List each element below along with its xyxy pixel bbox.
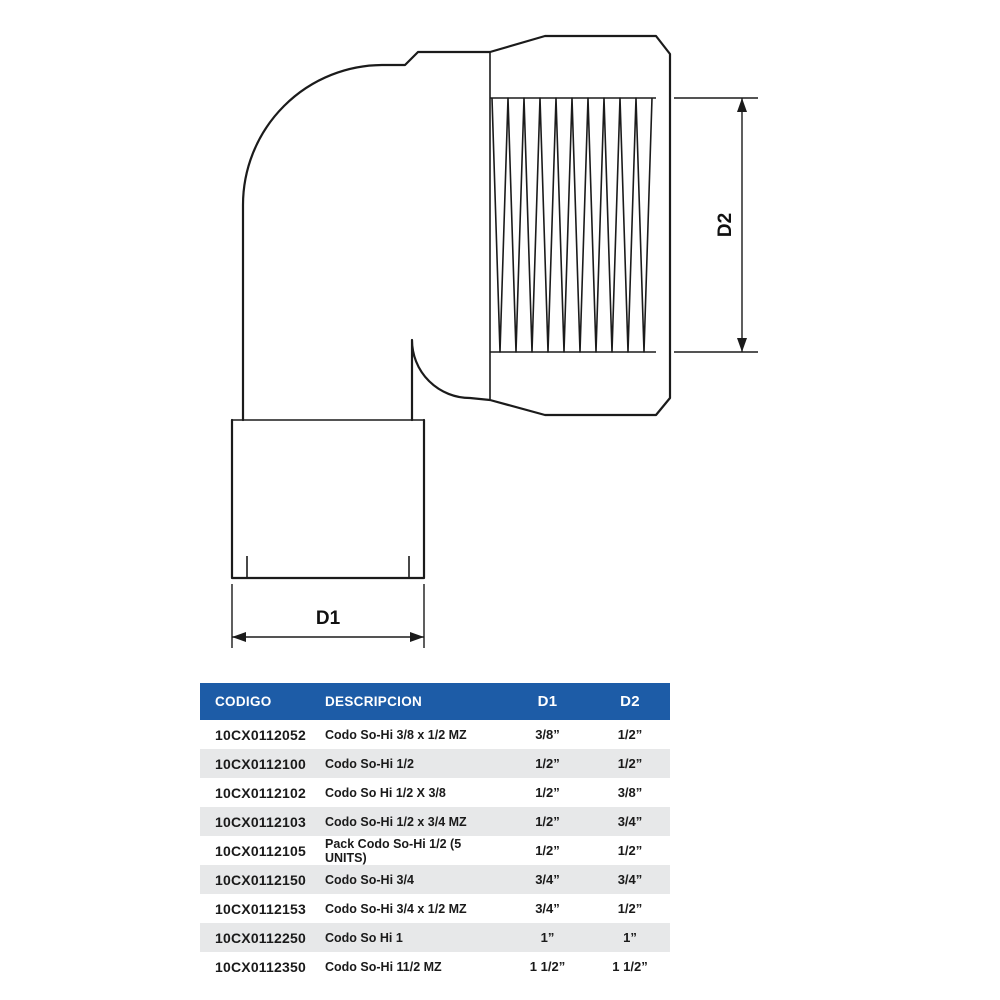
- product-table: CODIGO DESCRIPCION D1 D2 10CX0112052 Cod…: [200, 683, 670, 981]
- fitting-outline: [241, 34, 672, 422]
- cell-codigo: 10CX0112100: [215, 755, 306, 772]
- cell-descripcion: Codo So-Hi 3/4: [325, 872, 414, 887]
- socket-cup: [230, 418, 426, 580]
- cell-descripcion: Codo So-Hi 1/2: [325, 756, 414, 771]
- cell-d2: 1”: [623, 930, 637, 945]
- cell-d2: 1/2”: [617, 756, 643, 771]
- thread-section: [490, 97, 656, 353]
- table-row: 10CX0112150 Codo So-Hi 3/4 3/4” 3/4”: [200, 865, 670, 894]
- cell-descripcion: Codo So-Hi 11/2 MZ: [325, 959, 442, 974]
- cell-d1: 3/4”: [535, 872, 560, 887]
- cell-d2: 3/4”: [617, 872, 643, 887]
- table-body: 10CX0112052 Codo So-Hi 3/8 x 1/2 MZ 3/8”…: [200, 720, 670, 981]
- cell-descripcion: Codo So-Hi 1/2 x 3/4 MZ: [325, 814, 467, 829]
- table-header-row: CODIGO DESCRIPCION D1 D2: [200, 683, 670, 720]
- cell-d1: 1/2”: [535, 814, 560, 829]
- elbow-fitting-drawing: D2 D1: [230, 34, 758, 648]
- column-header-codigo: CODIGO: [215, 694, 272, 709]
- thread-profile: [491, 97, 653, 353]
- d2-extension-lines: [674, 97, 758, 353]
- cell-d1: 1”: [540, 930, 555, 945]
- cell-descripcion: Codo So Hi 1/2 X 3/8: [325, 785, 446, 800]
- d2-arrow-bottom: [737, 338, 747, 352]
- table-row: 10CX0112052 Codo So-Hi 3/8 x 1/2 MZ 3/8”…: [200, 720, 670, 749]
- cell-codigo: 10CX0112153: [215, 900, 306, 917]
- cell-descripcion: Codo So Hi 1: [325, 930, 403, 945]
- cell-d1: 1/2”: [535, 843, 560, 858]
- cell-d2: 1/2”: [617, 727, 643, 742]
- d1-arrow-right: [410, 632, 424, 642]
- table-row: 10CX0112100 Codo So-Hi 1/2 1/2” 1/2”: [200, 749, 670, 778]
- cell-codigo: 10CX0112150: [215, 871, 306, 888]
- cell-d1: 1/2”: [535, 756, 560, 771]
- table-row: 10CX0112102 Codo So Hi 1/2 X 3/8 1/2” 3/…: [200, 778, 670, 807]
- column-header-d1: D1: [537, 693, 558, 710]
- cell-codigo: 10CX0112052: [215, 726, 306, 743]
- cell-d1: 1/2”: [535, 785, 560, 800]
- column-header-d2: D2: [620, 693, 640, 710]
- table-row: 10CX0112250 Codo So Hi 1 1” 1”: [200, 923, 670, 952]
- column-header-descripcion: DESCRIPCION: [325, 694, 423, 709]
- cell-d2: 1/2”: [617, 843, 643, 858]
- cell-d1: 3/8”: [535, 727, 560, 742]
- cell-codigo: 10CX0112105: [215, 842, 306, 859]
- cell-descripcion: Codo So-Hi 3/8 x 1/2 MZ: [325, 727, 467, 742]
- cell-descripcion: Codo So-Hi 3/4 x 1/2 MZ: [325, 901, 467, 916]
- table-row: 10CX0112350 Codo So-Hi 11/2 MZ 1 1/2” 1 …: [200, 952, 670, 981]
- d1-arrow-left: [232, 632, 246, 642]
- table-row: 10CX0112105 Pack Codo So-Hi 1/2 (5 UNITS…: [200, 836, 670, 865]
- cell-d2: 3/8”: [617, 785, 643, 800]
- cell-d2: 3/4”: [617, 814, 643, 829]
- d2-arrow-top: [737, 98, 747, 112]
- cell-codigo: 10CX0112103: [215, 813, 306, 830]
- cell-descripcion: Pack Codo So-Hi 1/2 (5 UNITS): [325, 836, 462, 865]
- d1-dimension: D1: [231, 584, 425, 648]
- cell-codigo: 10CX0112250: [215, 929, 306, 946]
- cell-d1: 1 1/2”: [529, 959, 566, 974]
- cell-codigo: 10CX0112102: [215, 784, 306, 801]
- cell-d2: 1/2”: [617, 901, 643, 916]
- d2-dimension: D2: [674, 97, 758, 353]
- table-row: 10CX0112103 Codo So-Hi 1/2 x 3/4 MZ 1/2”…: [200, 807, 670, 836]
- table-row: 10CX0112153 Codo So-Hi 3/4 x 1/2 MZ 3/4”…: [200, 894, 670, 923]
- d2-label: D2: [715, 213, 736, 237]
- cell-d1: 3/4”: [535, 901, 560, 916]
- cell-d2: 1 1/2”: [612, 959, 648, 974]
- d1-label: D1: [316, 608, 341, 629]
- cell-codigo: 10CX0112350: [215, 958, 306, 975]
